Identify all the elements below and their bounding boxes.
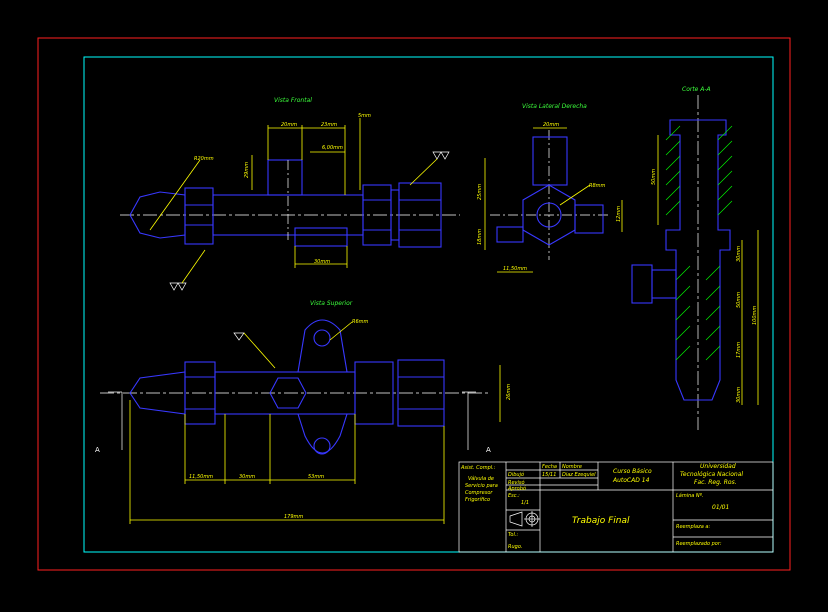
section-view[interactable]: Corte A-A 50mm 30mm 50mm 17mm 30mm 100mm xyxy=(631,86,759,430)
tb-fecha: Fecha xyxy=(542,464,557,470)
tb-tol: Tol.: xyxy=(508,532,518,538)
inner-border xyxy=(83,56,774,553)
right-dim-5: 11,50mm xyxy=(503,266,527,272)
section-view-title: Corte A-A xyxy=(682,86,711,93)
right-dim-1: 20mm xyxy=(543,122,559,128)
front-dim-3: 5mm xyxy=(358,113,371,119)
tb-reemplaza: Reemplaza a: xyxy=(676,524,710,530)
top-dim-1: 26mm xyxy=(506,384,512,400)
tb-desc-2: Servicio para xyxy=(465,483,498,489)
right-view[interactable]: Vista Lateral Derecha 20mm 25mm 18mm 12m… xyxy=(477,103,623,273)
tb-course-2: AutoCAD 14 xyxy=(612,477,650,484)
tb-nombre: Nombre xyxy=(562,464,582,470)
section-dim-5: 100mm xyxy=(752,306,758,325)
front-dim-5: 29mm xyxy=(244,162,250,178)
section-hatching xyxy=(665,125,733,361)
tb-reemplazado: Reemplazado por: xyxy=(676,541,722,547)
right-view-title: Vista Lateral Derecha xyxy=(522,103,587,110)
section-dim-6: 30mm xyxy=(736,387,742,403)
section-dim-1: 50mm xyxy=(651,169,657,185)
tb-dibujo-nombre: Diaz Ezequiel xyxy=(562,472,596,478)
tb-desc-3: Compresor xyxy=(465,490,493,496)
top-radius: R6mm xyxy=(352,319,369,325)
tb-reviso: Revisó xyxy=(508,479,525,486)
section-dim-4: 17mm xyxy=(736,342,742,358)
tb-desc-4: Frigorífico xyxy=(465,496,490,503)
section-dim-3: 50mm xyxy=(736,292,742,308)
tb-lamina-val: 01/01 xyxy=(712,504,729,511)
right-radius: R8mm xyxy=(589,183,606,189)
top-dim-4: 53mm xyxy=(308,474,324,480)
tb-uni-3: Fac. Reg. Ros. xyxy=(694,479,737,486)
front-dim-4: 6,00mm xyxy=(322,145,343,151)
front-radius: R20mm xyxy=(194,156,214,162)
projection-symbol xyxy=(509,511,540,527)
tb-dibujo-fecha: 15/11 xyxy=(542,472,556,478)
tb-uni-2: Tecnológica Nacional xyxy=(680,471,743,478)
tb-title: Trabajo Final xyxy=(572,516,630,526)
outer-border xyxy=(37,37,791,571)
tb-desc-1: Válvula de xyxy=(468,475,494,482)
tb-asist: Asist. Compl.: xyxy=(460,465,496,471)
front-view[interactable]: Vista Frontal 20mm 23mm 5mm 6,00mm xyxy=(120,97,460,291)
section-dim-2: 30mm xyxy=(736,246,742,262)
section-mark-right: A xyxy=(486,446,491,454)
section-mark-left: A xyxy=(95,446,100,454)
top-dim-3: 30mm xyxy=(239,474,255,480)
top-view[interactable]: Vista Superior R6mm 26mm 11,50mm 30mm 53… xyxy=(95,300,512,524)
tb-course-1: Curso Básico xyxy=(613,468,652,475)
front-dim-6: 30mm xyxy=(314,259,330,265)
tb-rugo: Rugo. xyxy=(508,544,522,550)
tb-dibujo: Dibujó xyxy=(508,471,524,478)
top-dim-2: 11,50mm xyxy=(189,474,213,480)
tb-aprobo: Aprobó xyxy=(507,485,526,492)
title-block[interactable]: Asist. Compl.: Válvula de Servicio para … xyxy=(458,461,774,553)
front-dim-2: 23mm xyxy=(321,122,337,128)
top-dim-5: 179mm xyxy=(284,514,303,520)
right-dim-3: 25mm xyxy=(477,184,483,200)
tb-esc-val: 1/1 xyxy=(521,500,529,506)
front-view-title: Vista Frontal xyxy=(274,97,312,104)
right-dim-4: 12mm xyxy=(616,206,622,222)
top-view-title: Vista Superior xyxy=(310,300,353,307)
tb-lamina: Lámina Nº. xyxy=(676,492,704,499)
right-dim-2: 18mm xyxy=(477,229,483,245)
tb-uni-1: Universidad xyxy=(700,463,736,470)
tb-esc: Esc.: xyxy=(508,493,520,499)
front-dim-1: 20mm xyxy=(281,122,297,128)
